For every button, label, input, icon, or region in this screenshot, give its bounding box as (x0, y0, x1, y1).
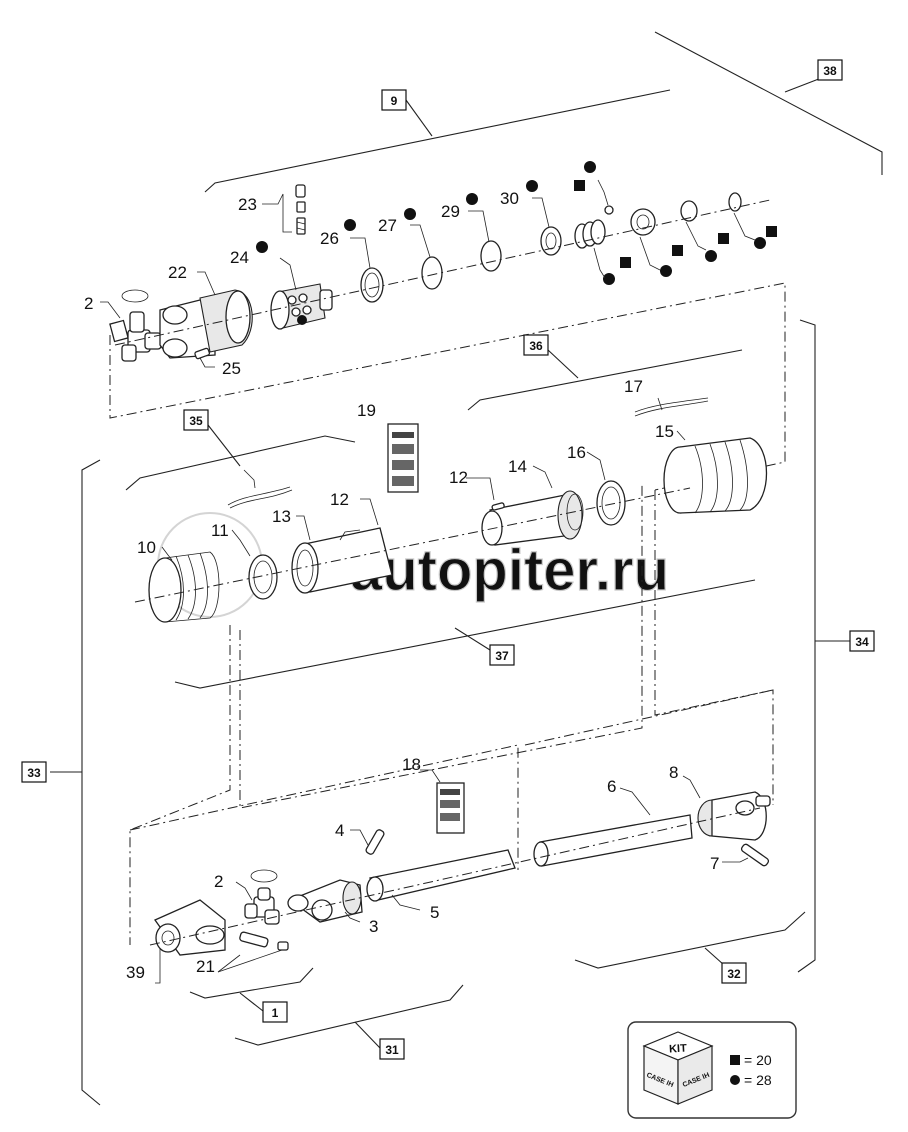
part-label: 19 (357, 401, 376, 420)
assembly-outline-dashes (109, 282, 786, 945)
assembly-box-label: 9 (391, 94, 398, 108)
watermark-text: autopiter.ru (350, 538, 669, 603)
assembly-box-label: 34 (855, 635, 869, 649)
watermark: autopiter.ru (157, 512, 670, 618)
shaft-assembly (149, 782, 771, 956)
kit-legend: KIT CASE IH CASE IH = 20 = 28 (627, 1021, 797, 1119)
part-label: 15 (655, 422, 674, 441)
part-label: 8 (669, 763, 678, 782)
part-label: 13 (272, 507, 291, 526)
assembly-bracket-lines (50, 31, 883, 1106)
part-label: 7 (710, 854, 719, 873)
assembly-box-label: 37 (495, 649, 509, 663)
cross-journal-part-bottom (244, 887, 280, 925)
part-number-labels: 2 22 23 24 25 26 27 29 30 19 17 12 14 16… (84, 189, 719, 982)
spring-part (574, 219, 606, 249)
part-label: 18 (402, 755, 421, 774)
part-label: 6 (607, 777, 616, 796)
circle-legend: = 28 (744, 1072, 772, 1088)
assembly-box-label: 36 (529, 339, 543, 353)
part-label: 23 (238, 195, 257, 214)
part-label: 30 (500, 189, 519, 208)
assembly-box-label: 35 (189, 414, 203, 428)
assembly-box-label: 33 (27, 766, 41, 780)
part-label: 12 (330, 490, 349, 509)
part-label: 14 (508, 457, 527, 476)
part-label: 2 (84, 294, 93, 313)
assembly-box-label: 1 (272, 1006, 279, 1020)
part-label: 27 (378, 216, 397, 235)
inner-tube-12 (481, 490, 584, 546)
part-label: 16 (567, 443, 586, 462)
yoke-39 (154, 899, 226, 956)
guard-assembly (134, 397, 768, 623)
yoke-3 (287, 879, 363, 923)
assembly-number-boxes: 38 9 36 35 37 34 33 32 1 31 (21, 59, 875, 1060)
part-label: 11 (211, 521, 229, 540)
part-label: 5 (430, 903, 439, 922)
kit-box-icon: KIT CASE IH CASE IH (642, 1031, 714, 1105)
part-label: 3 (369, 917, 378, 936)
outer-tube-13 (291, 527, 393, 594)
part-leader-lines (100, 179, 756, 984)
cross-journal-part (109, 311, 162, 362)
bellows-15 (663, 437, 768, 514)
part-label: 4 (335, 821, 344, 840)
kit-title: KIT (669, 1043, 688, 1056)
part-label: 17 (624, 377, 643, 396)
square-marker-icon (730, 1055, 740, 1065)
part-label: 26 (320, 229, 339, 248)
circle-marker-icon (730, 1075, 740, 1085)
part-label: 25 (222, 359, 241, 378)
part-label: 22 (168, 263, 187, 282)
square-legend: = 20 (744, 1052, 772, 1068)
kit-markers (256, 161, 777, 325)
bellows-10 (148, 551, 220, 623)
part-label: 29 (441, 202, 460, 221)
part-label: 10 (137, 538, 156, 557)
assembly-box-label: 38 (823, 64, 837, 78)
upper-yoke-assembly (109, 184, 771, 362)
part-label: 2 (214, 872, 223, 891)
assembly-box-label: 31 (385, 1043, 399, 1057)
clutch-hub-part (270, 283, 333, 330)
spring-21 (239, 931, 289, 951)
part-label: 21 (196, 957, 215, 976)
assembly-box-label: 32 (727, 967, 741, 981)
part-label: 12 (449, 468, 468, 487)
part-label: 39 (126, 963, 145, 982)
part-label: 24 (230, 248, 249, 267)
yoke-8 (697, 791, 771, 841)
